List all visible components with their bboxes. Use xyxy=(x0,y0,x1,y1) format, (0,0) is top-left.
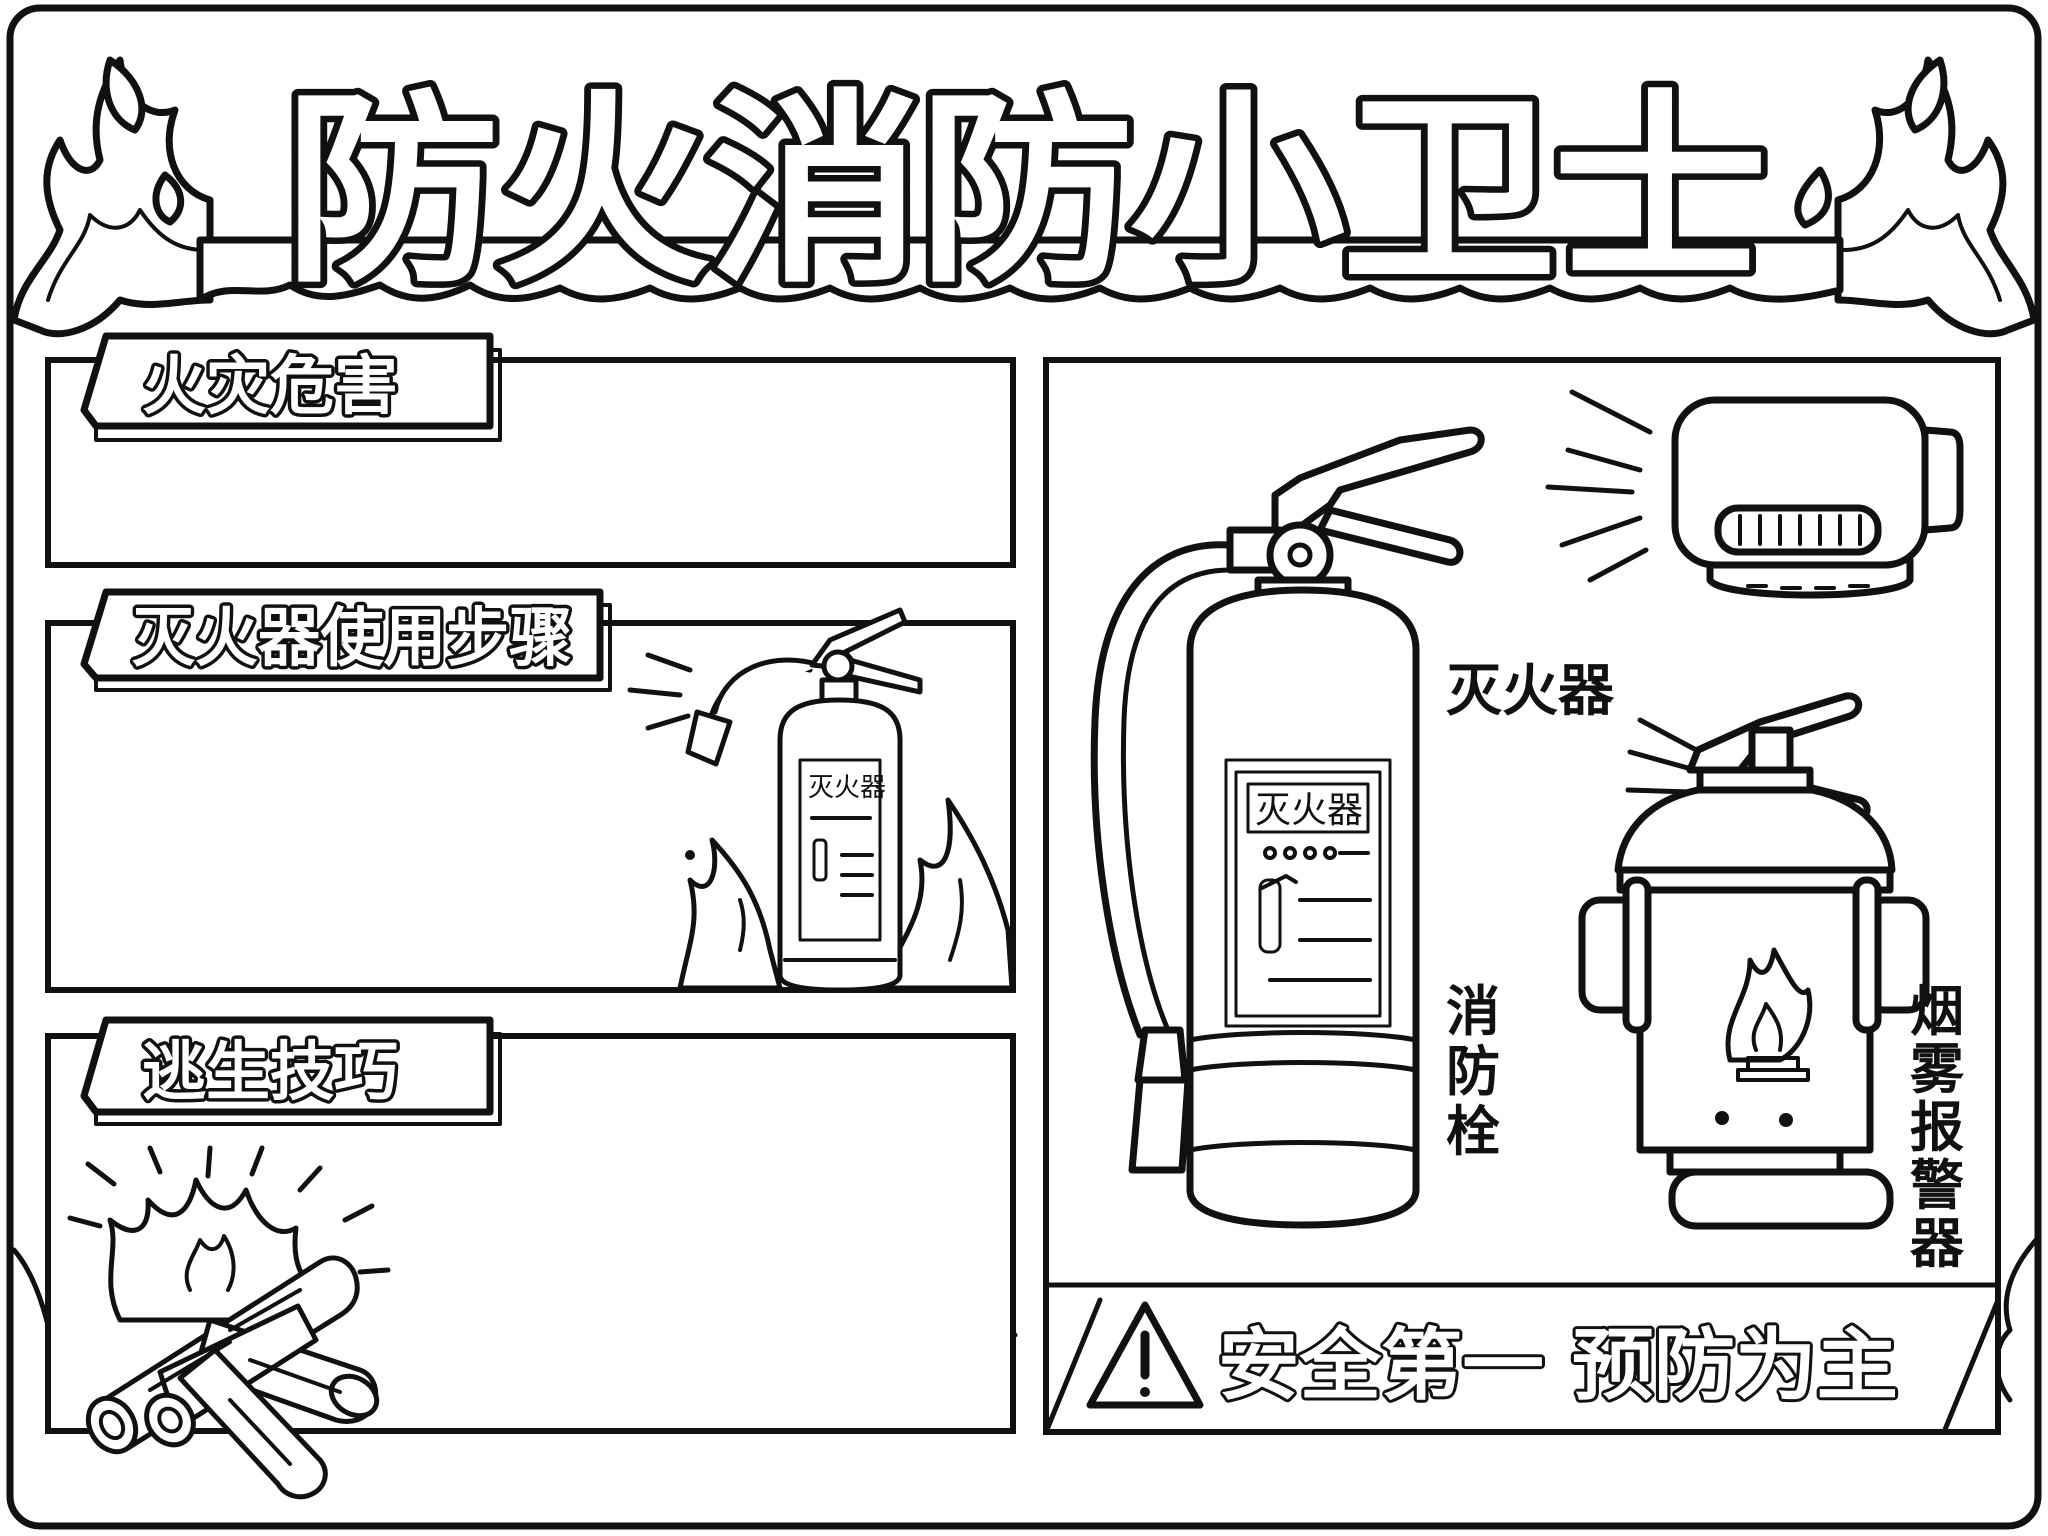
hydrant-label-char-0: 消 xyxy=(1446,980,1500,1043)
small-burst-lines-icon xyxy=(627,652,693,731)
extinguisher-steps-tab: 灭火器使用步骤 xyxy=(80,588,612,692)
smoke-alarm-label-char-1: 雾 xyxy=(1910,1038,1965,1101)
fire-extinguisher-icon: 灭火器 xyxy=(1090,426,1485,1229)
escape-tips-title: 逃生技巧 xyxy=(142,1036,398,1110)
escape-tips-tab: 逃生技巧 xyxy=(80,1016,502,1126)
smoke-detector-icon xyxy=(1545,389,1964,599)
safety-slogan: 安全第一 预防为主 xyxy=(1218,1321,1898,1411)
small-extinguisher-plate-label: 灭火器 xyxy=(808,773,886,803)
hydrant-label-char-2: 栓 xyxy=(1446,1100,1500,1163)
extinguisher-label: 灭火器 xyxy=(1446,659,1615,724)
fire-hazards-title: 火灾危害 xyxy=(142,350,398,424)
flame-border-icon xyxy=(10,56,2038,338)
extinguisher-steps-title: 灭火器使用步骤 xyxy=(132,602,572,676)
fire-hazards-tab: 火灾危害 xyxy=(80,332,502,442)
smoke-alarm-label-char-2: 报 xyxy=(1910,1096,1964,1159)
smoke-alarm-label-char-3: 警 xyxy=(1910,1154,1964,1217)
page-title: 防火消防小卫士 xyxy=(284,73,1764,311)
hydrant-label: 消 防 栓 xyxy=(1446,980,1500,1163)
smoke-alarm-label-char-4: 器 xyxy=(1910,1212,1965,1275)
small-flames-icon xyxy=(677,797,1015,991)
smoke-alarm-label-char-0: 烟 xyxy=(1910,980,1964,1043)
fire-hydrant-icon xyxy=(1578,692,1930,1230)
warning-triangle-icon xyxy=(1086,1301,1204,1409)
extinguisher-plate-label: 灭火器 xyxy=(1255,790,1363,831)
fire-extinguisher-icon: 灭火器 xyxy=(685,607,923,993)
campfire-icon xyxy=(67,1145,391,1500)
smoke-alarm-label: 烟 雾 报 警 器 xyxy=(1910,980,1965,1275)
hydrant-label-char-1: 防 xyxy=(1446,1040,1500,1103)
